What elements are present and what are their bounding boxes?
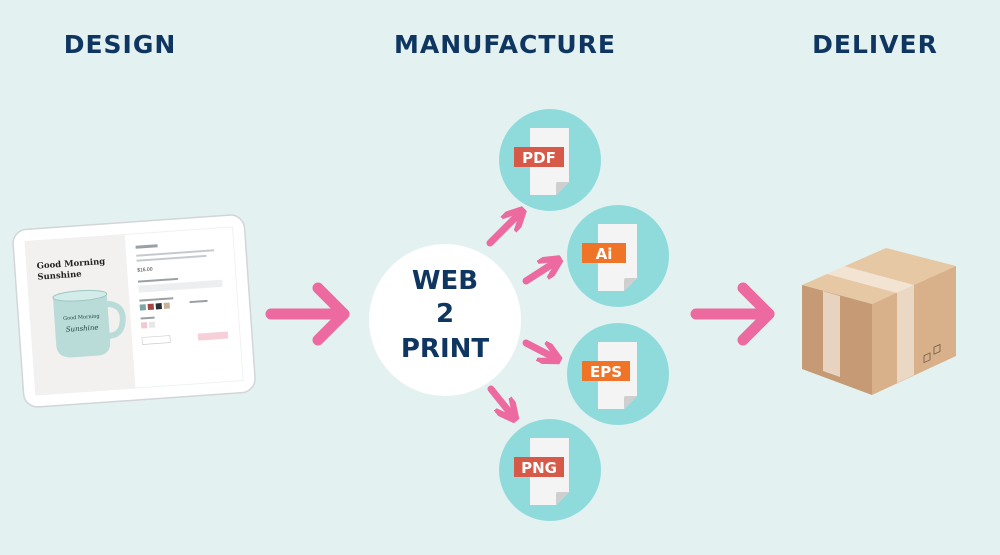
arrow-to-ai <box>522 263 554 285</box>
file-tag-ai <box>582 243 626 263</box>
tablet-mockup: Good Morning Sunshine Good Morning Sunsh… <box>12 214 256 408</box>
file-arrows <box>486 215 554 414</box>
hub-line-web: WEB <box>412 266 478 296</box>
mug-print-line1: Good Morning <box>63 313 101 322</box>
stage-heading-manufacture: MANUFACTURE <box>393 30 617 59</box>
file-ai: Ai <box>567 205 669 307</box>
product-title-line2: Sunshine <box>37 270 82 283</box>
stage-heading-design: DESIGN <box>63 30 177 59</box>
product-price: $16.00 <box>137 267 153 274</box>
file-tag-pdf <box>514 147 564 167</box>
file-label-png: PNG <box>521 459 557 477</box>
file-png: PNG <box>499 419 601 521</box>
arrow-manufacture-to-deliver <box>690 282 775 346</box>
hub-line-print: PRINT <box>401 334 490 364</box>
product-title-line1: Good Morning <box>36 257 105 272</box>
arrow-to-eps <box>522 339 553 357</box>
file-tag-png <box>514 457 564 477</box>
file-eps: EPS <box>567 323 669 425</box>
mug-image: Good Morning Sunshine <box>52 289 126 358</box>
mug-print-line2: Sunshine <box>66 324 99 334</box>
arrow-to-pdf <box>486 215 518 247</box>
arrow-design-to-manufacture <box>265 282 350 346</box>
file-tag-eps <box>582 361 630 381</box>
hub-line-2: 2 <box>436 299 454 329</box>
web2print-hub: WEB 2 PRINT <box>369 244 521 396</box>
arrow-to-png <box>487 385 511 414</box>
shipping-box-icon <box>802 248 956 395</box>
file-label-pdf: PDF <box>522 149 556 167</box>
file-label-ai: Ai <box>596 245 613 263</box>
file-pdf: PDF <box>499 109 601 211</box>
file-label-eps: EPS <box>590 363 622 381</box>
stage-heading-deliver: DELIVER <box>812 30 938 59</box>
